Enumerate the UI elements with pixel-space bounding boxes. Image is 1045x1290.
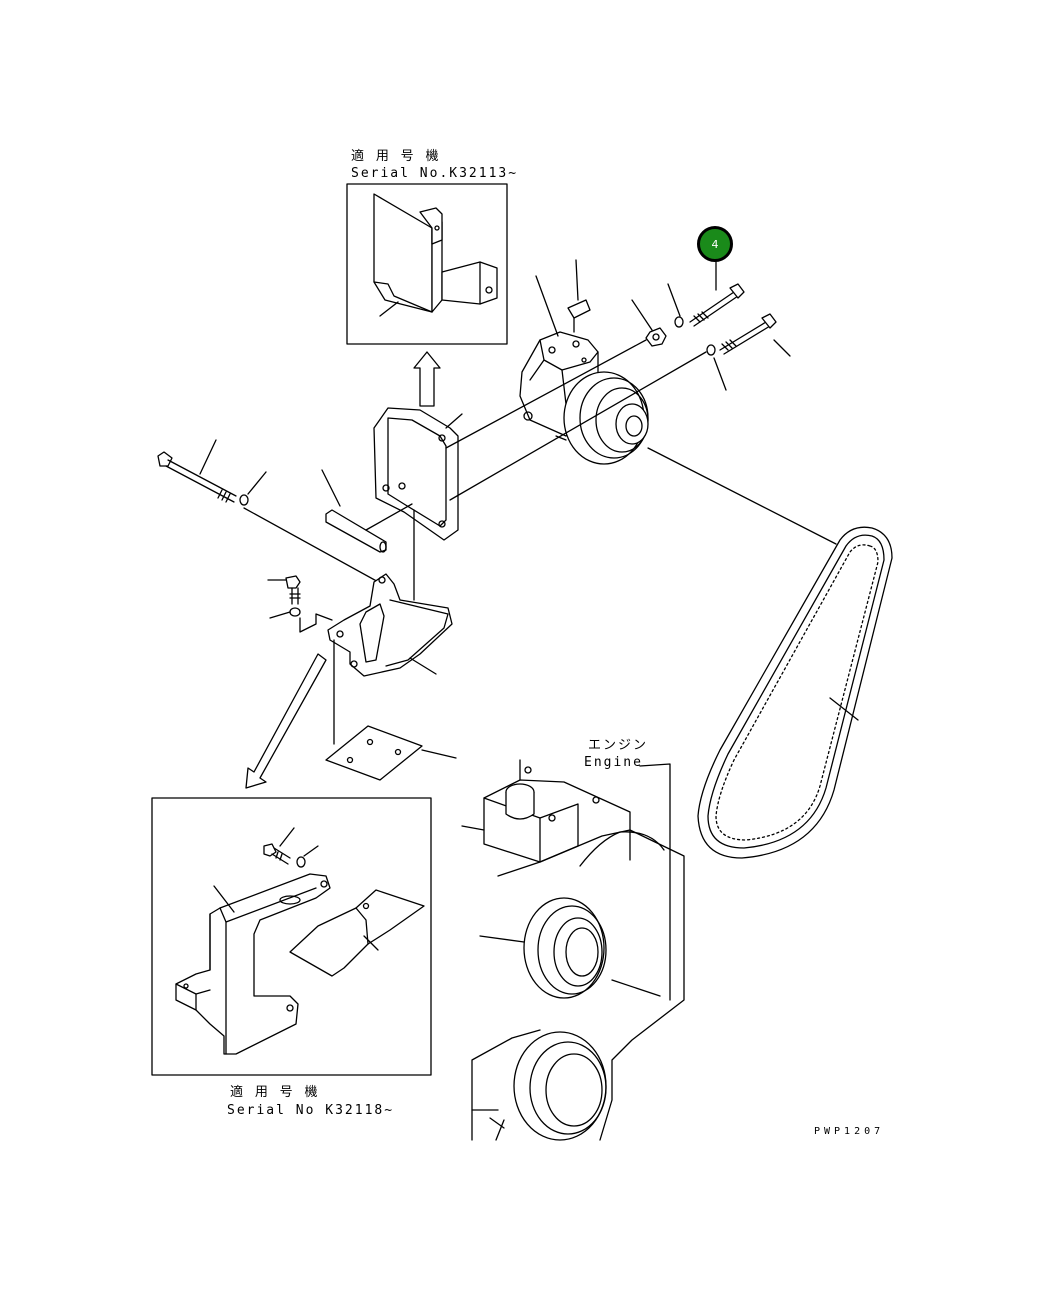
engine-label-jp: エンジン (588, 738, 649, 753)
bottom-inset-frame (151, 797, 432, 1076)
fasteners-top (445, 237, 791, 501)
down-left-arrow-icon (245, 653, 327, 789)
top-inset-caption-serial: Serial No.K32113~ (351, 166, 519, 181)
inset-bracket-plate (373, 193, 433, 313)
top-inset-frame (346, 183, 508, 345)
v-belt (647, 447, 893, 859)
adjusting-bracket (267, 509, 453, 745)
drawing-code: PWP1207 (814, 1126, 885, 1137)
up-arrow-icon (413, 351, 441, 407)
mounting-bracket (373, 407, 463, 541)
shim-plate (325, 725, 457, 781)
part-callout-4[interactable]: 4 (697, 226, 733, 262)
fasteners-left (157, 439, 413, 585)
bottom-inset-caption-serial: Serial No K32118~ (227, 1103, 395, 1118)
engine (461, 759, 685, 1141)
compressor (519, 259, 649, 465)
bottom-inset (151, 797, 432, 1076)
top-inset-caption-jp: 適 用 号 機 (351, 149, 441, 164)
bottom-inset-caption-jp: 適 用 号 機 (230, 1085, 320, 1100)
compressor-clip (567, 299, 591, 319)
top-inset (346, 183, 508, 345)
spacer-pin (325, 509, 387, 553)
engine-label-en: Engine (584, 755, 643, 770)
